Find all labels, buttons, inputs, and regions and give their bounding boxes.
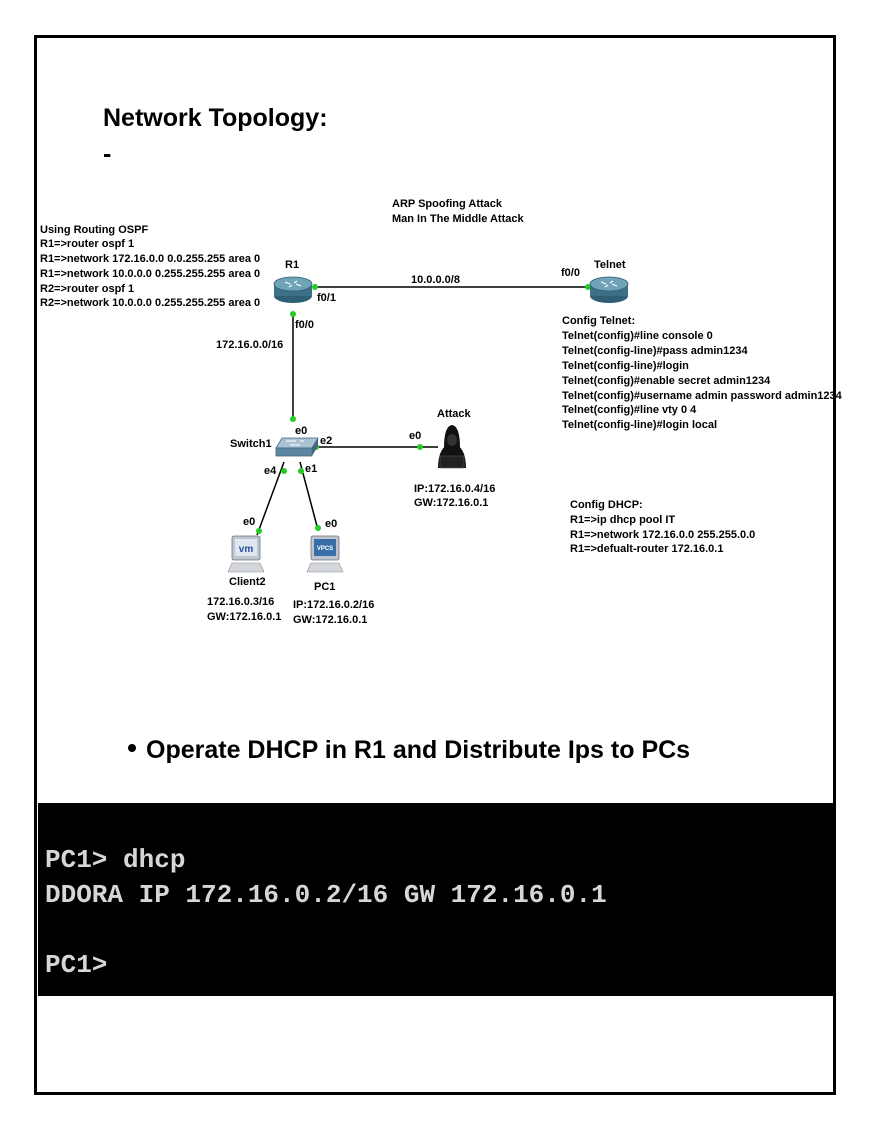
ospf-line-4: R2=>router ospf 1 — [40, 283, 134, 295]
telnet-config-5: Telnet(config)#username admin password a… — [562, 390, 843, 402]
page-frame — [34, 35, 836, 1095]
page-heading: Network Topology: — [103, 104, 328, 132]
port-label-sw-e4: e4 — [264, 465, 277, 477]
ospf-line-5: R2=>network 10.0.0.0 0.255.255.255 area … — [40, 297, 260, 309]
dhcp-config-1: R1=>ip dhcp pool IT — [570, 514, 675, 526]
client2-gw: GW:172.16.0.1 — [207, 611, 281, 623]
port-dot-telnet-f00 — [585, 284, 591, 290]
terminal-line: DDORA IP 172.16.0.2/16 GW 172.16.0.1 — [45, 880, 607, 910]
terminal-output: PC1> dhcp DDORA IP 172.16.0.2/16 GW 172.… — [38, 803, 836, 996]
dhcp-config-2: R1=>network 172.16.0.0 255.255.0.0 — [570, 529, 755, 541]
switch-icon — [275, 437, 319, 457]
bullet-dot-icon — [128, 744, 136, 753]
port-label-sw-e1: e1 — [305, 463, 317, 475]
attack-title-2: Man In The Middle Attack — [392, 213, 524, 225]
port-label-r1-f01: f0/1 — [317, 292, 336, 304]
vm-workstation-icon: vm — [227, 535, 265, 573]
port-label-pc1-e0: e0 — [325, 518, 337, 530]
port-dot-sw-e4 — [281, 468, 287, 474]
telnet-config-3: Telnet(config-line)#login — [562, 360, 689, 372]
port-label-sw-e2: e2 — [320, 435, 332, 447]
bullet-text: Operate DHCP in R1 and Distribute Ips to… — [146, 736, 691, 764]
port-dot-sw-e0 — [290, 416, 296, 422]
ospf-line-0: Using Routing OSPF — [40, 224, 148, 236]
ospf-line-2: R1=>network 172.16.0.0 0.0.255.255 area … — [40, 253, 260, 265]
port-label-telnet-f00: f0/0 — [561, 267, 580, 279]
router-icon — [589, 276, 629, 303]
telnet-config-7: Telnet(config-line)#login local — [562, 419, 717, 431]
switch-label: Switch1 — [230, 438, 272, 450]
port-label-attack-e0: e0 — [409, 430, 421, 442]
port-label-r1-f00: f0/0 — [295, 319, 314, 331]
pc1-ip: IP:172.16.0.2/16 — [293, 599, 374, 611]
attack-label: Attack — [437, 408, 472, 420]
heading-dash: - — [103, 140, 112, 168]
attack-gw: GW:172.16.0.1 — [414, 497, 488, 509]
pc1-gw: GW:172.16.0.1 — [293, 614, 367, 626]
port-label-sw-e0: e0 — [295, 425, 307, 437]
telnet-config-0: Config Telnet: — [562, 315, 635, 327]
port-label-client2-e0: e0 — [243, 516, 255, 528]
vpcs-workstation-icon: VPCS — [306, 535, 344, 573]
svg-text:vm: vm — [239, 544, 254, 555]
telnet-config-2: Telnet(config-line)#pass admin1234 — [562, 345, 749, 357]
client2-label: Client2 — [229, 576, 266, 588]
router-icon — [273, 276, 313, 303]
port-dot-pc1-e0 — [315, 525, 321, 531]
port-dot-r1-f00 — [290, 311, 296, 317]
telnet-config-4: Telnet(config)#enable secret admin1234 — [562, 375, 771, 387]
svg-text:VPCS: VPCS — [317, 546, 333, 552]
network-topology-diagram: vm VPCS ARP Spoofing Attack Man In The M… — [40, 198, 843, 626]
dhcp-bullet-item: Operate DHCP in R1 and Distribute Ips to… — [128, 736, 690, 765]
terminal-line — [45, 913, 836, 948]
port-dot-attack-e0 — [417, 444, 423, 450]
client2-ip: 172.16.0.3/16 — [207, 596, 274, 608]
telnet-config-6: Telnet(config)#line vty 0 4 — [562, 404, 697, 416]
ospf-line-1: R1=>router ospf 1 — [40, 238, 134, 250]
telnet-label: Telnet — [594, 259, 626, 271]
attack-title-1: ARP Spoofing Attack — [392, 198, 503, 210]
telnet-config-1: Telnet(config)#line console 0 — [562, 330, 713, 342]
pc1-label: PC1 — [314, 581, 335, 593]
hacker-icon — [438, 425, 466, 469]
link-label-r1-switch: 172.16.0.0/16 — [216, 339, 283, 351]
ospf-line-3: R1=>network 10.0.0.0 0.255.255.255 area … — [40, 268, 260, 280]
link-switch-client2 — [256, 461, 285, 536]
port-dot-sw-e1 — [298, 468, 304, 474]
dhcp-config-0: Config DHCP: — [570, 499, 643, 511]
r1-label: R1 — [285, 259, 299, 271]
port-dot-r1-f01 — [312, 284, 318, 290]
dhcp-config-3: R1=>defualt-router 172.16.0.1 — [570, 543, 723, 555]
port-dot-client2-e0 — [256, 528, 262, 534]
attack-ip: IP:172.16.0.4/16 — [414, 483, 495, 495]
terminal-line: PC1> dhcp — [45, 845, 186, 875]
link-switch-pc1 — [299, 461, 319, 531]
terminal-line: PC1> — [45, 950, 108, 980]
link-label-r1-telnet: 10.0.0.0/8 — [411, 274, 460, 286]
